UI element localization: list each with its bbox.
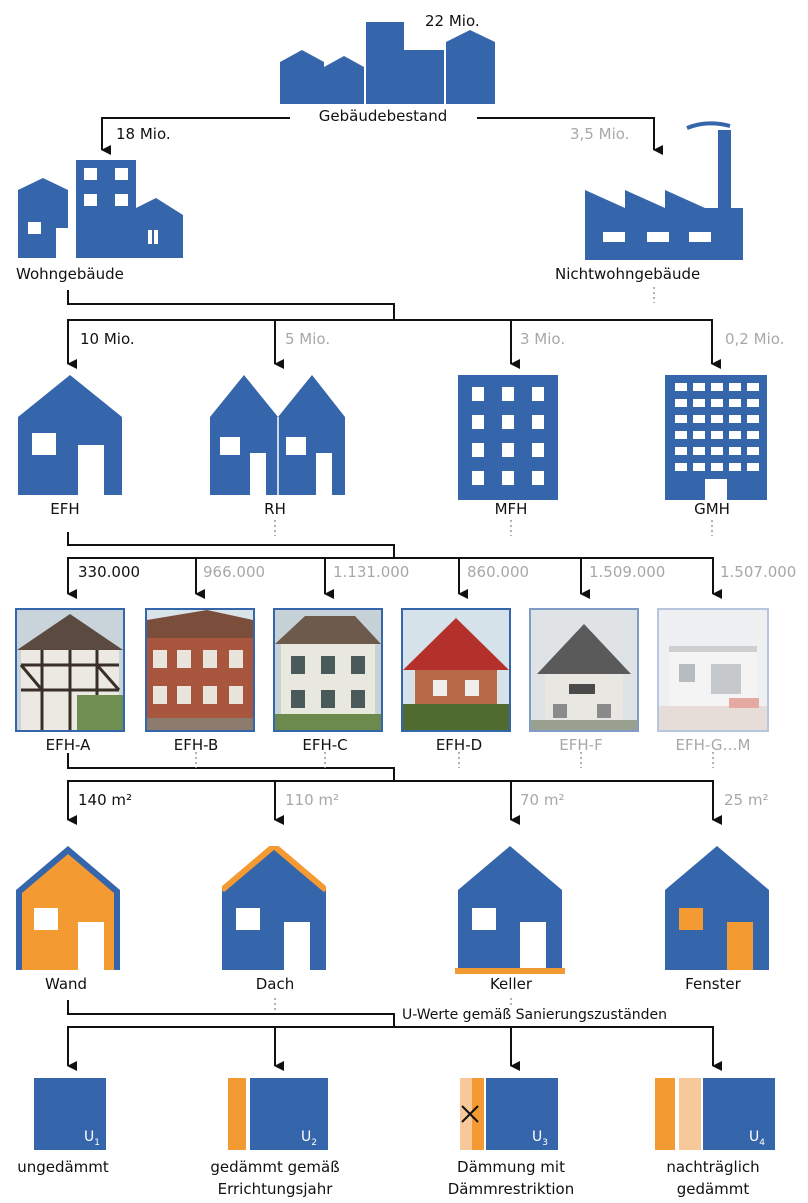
efh-d-label: EFH-D (435, 736, 483, 754)
u-values-heading: U-Werte gemäß Sanierungszuständen (398, 1006, 672, 1024)
gable-house-photo (529, 608, 639, 732)
building-stock-label: Gebäudebestand (318, 107, 448, 125)
restricted-insulation-icon (460, 1078, 558, 1150)
mfh-count: 3 Mio. (520, 330, 566, 348)
restricted-label-line1: Dämmung mit (457, 1158, 565, 1176)
large-apartment-building-icon (665, 375, 767, 500)
gmh-label: GMH (694, 500, 730, 518)
bungalow-photo (657, 608, 769, 732)
efh-g-label: EFH-G…M (675, 736, 751, 754)
half-timbered-house-photo (15, 608, 125, 732)
uninsulated-wall-icon (34, 1078, 106, 1150)
efh-b-label: EFH-B (173, 736, 219, 754)
efh-f-count: 1.509.000 (589, 563, 666, 581)
gmh-count: 0,2 Mio. (725, 330, 785, 348)
u3-symbol: U3 (532, 1129, 548, 1148)
red-brick-house-photo (401, 608, 511, 732)
wall-highlight-icon (16, 846, 120, 970)
brick-house-photo (145, 608, 255, 732)
insulated-year-label-line1: gedämmt gemäß (210, 1158, 340, 1176)
roof-highlight-icon (222, 846, 326, 970)
retrofit-label-line2: gedämmt (676, 1180, 750, 1198)
wall-area: 140 m² (78, 791, 133, 809)
nonresidential-label: Nichtwohngebäude (555, 265, 701, 283)
building-stock-icon (280, 22, 495, 104)
u2-symbol: U2 (301, 1129, 317, 1148)
basement-label: Keller (489, 975, 533, 993)
efh-count: 10 Mio. (80, 330, 135, 348)
efh-g-count: 1.507.000 (720, 563, 797, 581)
rh-label: RH (264, 500, 286, 518)
rh-count: 5 Mio. (285, 330, 331, 348)
row-house-icon (210, 375, 345, 495)
efh-c-count: 1.131.000 (333, 563, 410, 581)
white-house-photo (273, 608, 383, 732)
basement-area: 70 m² (520, 791, 565, 809)
mfh-label: MFH (494, 500, 528, 518)
efh-c-label: EFH-C (302, 736, 348, 754)
factory-icon (585, 121, 743, 260)
window-label: Fenster (685, 975, 741, 993)
window-area: 25 m² (724, 791, 769, 809)
u4-symbol: U4 (749, 1129, 765, 1148)
efh-b-count: 966.000 (203, 563, 266, 581)
efh-d-count: 860.000 (467, 563, 530, 581)
window-highlight-icon (665, 846, 769, 970)
efh-a-label: EFH-A (45, 736, 91, 754)
residential-buildings-icon (18, 160, 183, 258)
roof-label: Dach (255, 975, 295, 993)
residential-label: Wohngebäude (16, 265, 124, 283)
roof-area: 110 m² (285, 791, 340, 809)
retrofit-insulated-icon (655, 1078, 775, 1150)
nonresidential-count: 3,5 Mio. (570, 125, 630, 143)
efh-f-label: EFH-F (559, 736, 603, 754)
single-family-house-icon (18, 375, 122, 495)
uninsulated-label: ungedämmt (17, 1158, 109, 1176)
residential-count: 18 Mio. (116, 125, 171, 143)
building-stock-count: 22 Mio. (425, 12, 480, 30)
efh-a-count: 330.000 (78, 563, 141, 581)
insulated-year-label-line2: Errichtungsjahr (217, 1180, 333, 1198)
efh-label: EFH (50, 500, 80, 518)
restricted-label-line2: Dämmrestriktion (447, 1180, 575, 1198)
basement-highlight-icon (455, 846, 565, 974)
retrofit-label-line1: nachträglich (666, 1158, 760, 1176)
u1-symbol: U1 (84, 1129, 100, 1148)
wall-label: Wand (44, 975, 88, 993)
insulated-construction-year-icon (228, 1078, 328, 1150)
multi-family-house-icon (458, 375, 558, 500)
